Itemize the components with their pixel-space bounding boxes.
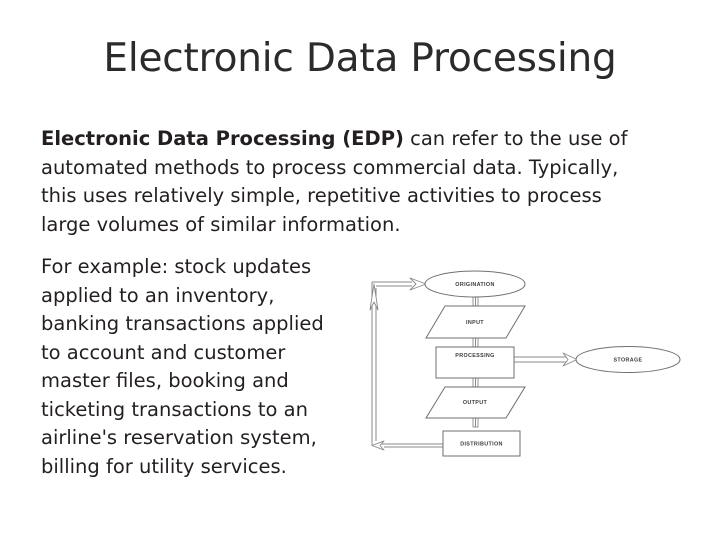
node-storage[interactable]: STORAGE xyxy=(575,346,681,373)
node-storage-label: STORAGE xyxy=(613,357,642,363)
feedback-bottom-arrowhead-icon xyxy=(371,440,385,451)
paragraph-definition-text: can refer to the use of automated method… xyxy=(41,127,628,236)
node-processing-label: PROCESSING xyxy=(455,353,494,359)
connector-origination-input xyxy=(472,296,479,307)
node-distribution[interactable]: DISTRIBUTION xyxy=(442,430,521,457)
connector-input-processing xyxy=(472,337,479,348)
paragraph-definition: Electronic Data Processing (EDP) can ref… xyxy=(41,125,637,239)
node-origination[interactable]: ORIGINATION xyxy=(424,270,526,298)
feedback-up-arrowhead-icon xyxy=(369,283,379,311)
page-title: Electronic Data Processing xyxy=(103,36,617,81)
connector-output-distribution xyxy=(472,417,479,428)
node-origination-label: ORIGINATION xyxy=(455,282,494,288)
connector-processing-output xyxy=(472,377,479,388)
node-output-label: OUTPUT xyxy=(463,400,488,406)
node-processing[interactable]: PROCESSING xyxy=(435,346,515,379)
slide-body: Electronic Data Processing (EDP) can ref… xyxy=(41,125,641,481)
paragraph-examples: For example: stock updates applied to an… xyxy=(41,255,324,478)
storage-right-arrowhead-icon xyxy=(562,352,578,367)
edp-data-flow-diagram: ORIGINATION INPUT PROCESSING STORAGE OUT… xyxy=(360,258,690,473)
node-distribution-label: DISTRIBUTION xyxy=(460,441,503,447)
node-input-label: INPUT xyxy=(466,320,484,326)
node-output[interactable]: OUTPUT xyxy=(425,386,526,419)
node-input[interactable]: INPUT xyxy=(425,305,526,339)
feedback-right-arrowhead-icon xyxy=(409,277,427,291)
paragraph-definition-term: Electronic Data Processing (EDP) xyxy=(41,127,404,150)
